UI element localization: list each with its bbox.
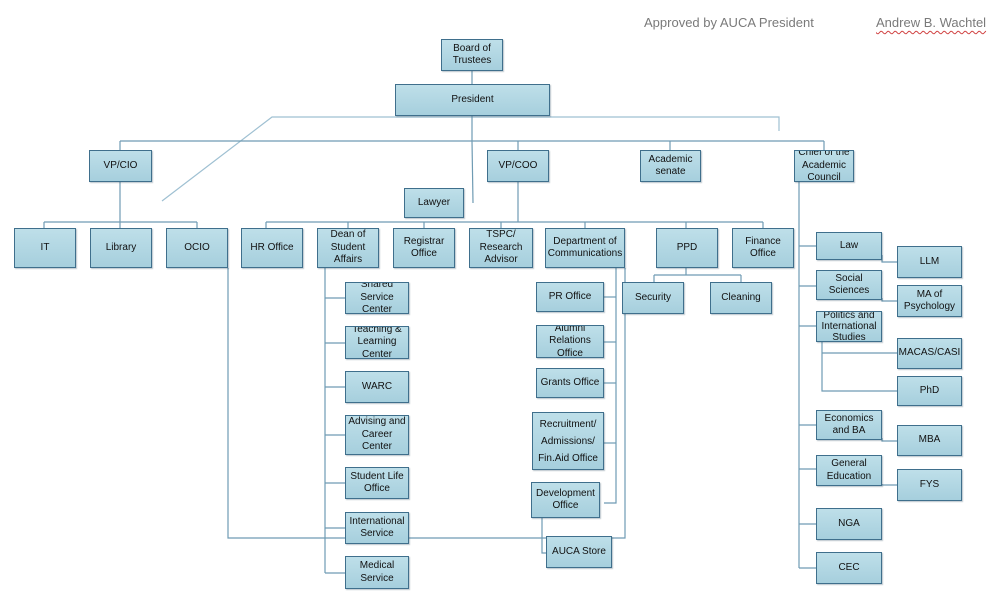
finance-office-box: Finance Office <box>732 228 794 268</box>
vp-coo-box: VP/COO <box>487 150 549 182</box>
president-signature: Andrew B. Wachtel <box>876 15 987 30</box>
lawyer-box: Lawyer <box>404 188 464 218</box>
chief-academic-council-box: Chief of the Academic Council <box>794 150 854 182</box>
alumni-relations-office-box: Alumni Relations Office <box>536 325 604 358</box>
fys-box: FYS <box>897 469 962 501</box>
teaching-learning-center-box: Teaching & Learning Center <box>345 326 409 359</box>
security-box: Security <box>622 282 684 314</box>
student-life-office-box: Student Life Office <box>345 467 409 499</box>
tspc-research-advisor-box: TSPC/ Research Advisor <box>469 228 533 268</box>
ma-psychology-box: MA of Psychology <box>897 285 962 317</box>
auca-store-box: AUCA Store <box>546 536 612 568</box>
law-box: Law <box>816 232 882 260</box>
mba-box: MBA <box>897 425 962 456</box>
vp-cio-box: VP/CIO <box>89 150 152 182</box>
president-box: President <box>395 84 550 116</box>
hr-office-box: HR Office <box>241 228 303 268</box>
ocio-box: OCIO <box>166 228 228 268</box>
board-of-trustees-box: Board of Trustees <box>441 39 503 71</box>
shared-service-center-box: Shared Service Center <box>345 282 409 314</box>
medical-service-box: Medical Service <box>345 556 409 589</box>
grants-office-box: Grants Office <box>536 368 604 398</box>
politics-intl-studies-box: Politics and International Studies <box>816 311 882 342</box>
development-office-box: Development Office <box>531 482 600 518</box>
dean-student-affairs-box: Dean of Student Affairs <box>317 228 379 268</box>
registrar-office-box: Registrar Office <box>393 228 455 268</box>
academic-senate-box: Academic senate <box>640 150 701 182</box>
llm-box: LLM <box>897 246 962 278</box>
approval-text: Approved by AUCA President <box>644 15 814 30</box>
social-sciences-box: Social Sciences <box>816 270 882 300</box>
warc-box: WARC <box>345 371 409 403</box>
international-service-box: International Service <box>345 512 409 544</box>
advising-career-center-box: Advising and Career Center <box>345 415 409 455</box>
macas-casi-box: MACAS/CASI <box>897 338 962 369</box>
library-box: Library <box>90 228 152 268</box>
cec-box: CEC <box>816 552 882 584</box>
dept-communications-box: Department of Communications <box>545 228 625 268</box>
general-education-box: General Education <box>816 455 882 486</box>
it-box: IT <box>14 228 76 268</box>
recruitment-admissions-box: Recruitment/ Admissions/ Fin.Aid Office <box>532 412 604 470</box>
cleaning-box: Cleaning <box>710 282 772 314</box>
phd-box: PhD <box>897 376 962 406</box>
nga-box: NGA <box>816 508 882 540</box>
ppd-box: PPD <box>656 228 718 268</box>
economics-ba-box: Economics and BA <box>816 410 882 440</box>
pr-office-box: PR Office <box>536 282 604 312</box>
